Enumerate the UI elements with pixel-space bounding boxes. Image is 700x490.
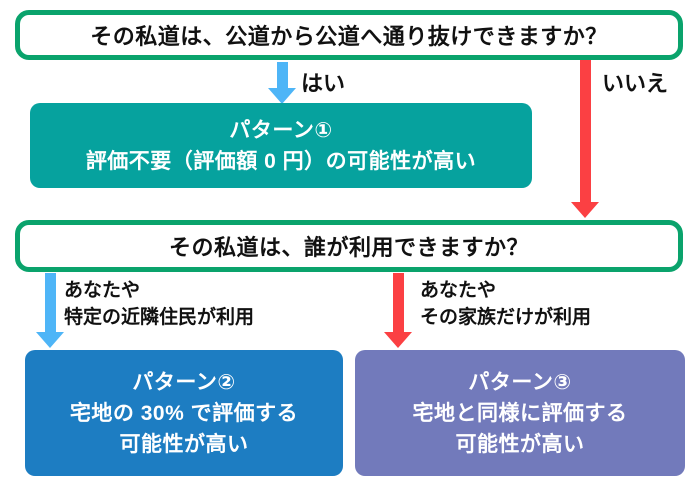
pattern-2-box: パターン② 宅地の 30% で評価する 可能性が高い [25, 350, 343, 476]
pattern-3-title: パターン③ [468, 370, 572, 394]
right-branch-arrow-shaft [392, 273, 404, 332]
pattern-1-box: パターン① 評価不要（評価額 0 円）の可能性が高い [30, 103, 532, 188]
pattern-3-line2: 可能性が高い [455, 432, 585, 456]
left-branch-arrow-icon [36, 273, 64, 348]
right-branch-label-line2: その家族だけが利用 [420, 307, 592, 328]
no-down-arrow-icon [571, 60, 599, 218]
yes-label: はい [301, 71, 346, 96]
no-arrow-shaft [579, 60, 591, 202]
question-box-2: その私道は、誰が利用できますか？ [15, 220, 683, 272]
right-branch-arrowhead-icon [384, 332, 412, 348]
pattern-3-line1: 宅地と同様に評価する [412, 401, 628, 425]
pattern-2-title: パターン② [132, 370, 236, 394]
yes-down-arrow-icon [268, 62, 296, 104]
right-branch-arrow-icon [384, 273, 412, 348]
pattern-1-body: 評価不要（評価額 0 円）の可能性が高い [85, 149, 477, 173]
yes-arrow-shaft [276, 62, 288, 88]
pattern-1-title: パターン① [229, 118, 333, 142]
question-1-text: その私道は、公道から公道へ通り抜けできますか？ [90, 24, 608, 49]
no-arrowhead-icon [571, 202, 599, 218]
left-branch-arrow-shaft [44, 273, 56, 332]
left-branch-label: あなたや 特定の近隣住民が利用 [64, 277, 254, 331]
question-2-text: その私道は、誰が利用できますか？ [168, 235, 529, 260]
no-label: いいえ [602, 71, 669, 96]
pattern-2-line2: 可能性が高い [119, 432, 249, 456]
left-branch-label-line1: あなたや [64, 280, 141, 301]
pattern-2-line1: 宅地の 30% で評価する [69, 401, 299, 425]
question-box-1: その私道は、公道から公道へ通り抜けできますか？ [15, 10, 683, 60]
pattern-3-box: パターン③ 宅地と同様に評価する 可能性が高い [355, 350, 685, 476]
right-branch-label: あなたや その家族だけが利用 [420, 277, 591, 331]
yes-arrowhead-icon [268, 88, 296, 104]
left-branch-arrowhead-icon [36, 332, 64, 348]
right-branch-label-line1: あなたや [420, 280, 497, 301]
left-branch-label-line2: 特定の近隣住民が利用 [64, 307, 255, 328]
